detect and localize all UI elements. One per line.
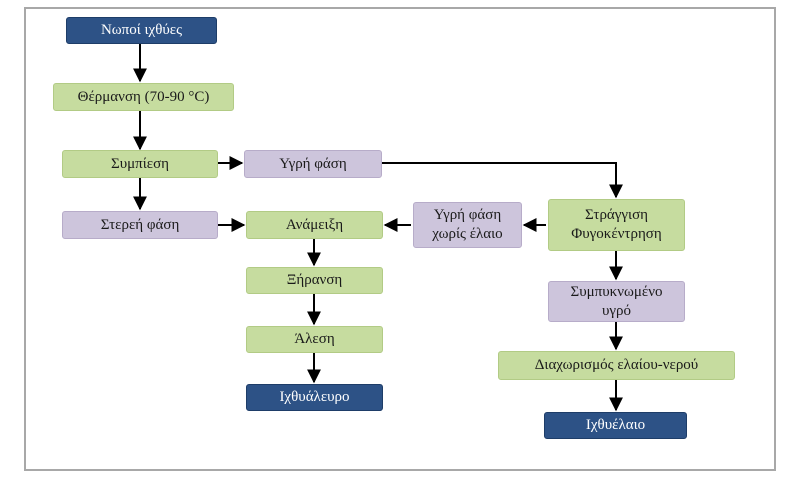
arrow-liquid-to-straining [382,162,623,199]
node-liquid-phase: Υγρή φάση [244,150,382,178]
node-mixing: Ανάμειξη [246,211,383,239]
node-fishmeal: Ιχθυάλευρο [246,384,383,411]
node-heating: Θέρμανση (70-90 °C) [53,83,234,111]
node-fish-oil: Ιχθυέλαιο [544,412,687,439]
node-solid-phase: Στερεή φάση [62,211,218,239]
node-drying: Ξήρανση [246,267,383,294]
node-concentrate: Συμπυκνωμένο υγρό [548,281,685,322]
node-liquid-no-oil: Υγρή φάση χωρίς έλαιο [413,202,522,248]
node-pressing: Συμπίεση [62,150,218,178]
node-raw-fish: Νωποί ιχθύες [66,17,217,44]
node-straining: Στράγγιση Φυγοκέντρηση [548,199,685,251]
node-oil-water-separation: Διαχωρισμός ελαίου-νερού [498,351,735,380]
node-grinding: Άλεση [246,326,383,353]
